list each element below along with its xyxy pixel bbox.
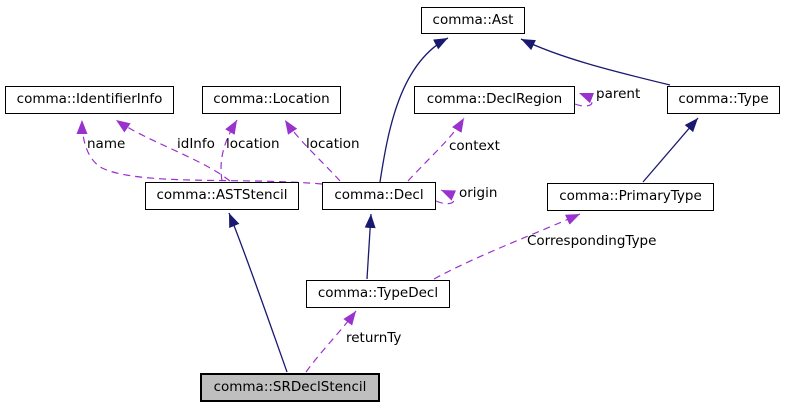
edge-label-origin: origin	[459, 185, 498, 201]
edge-label-CorrespondingType: CorrespondingType	[527, 233, 657, 249]
class-node-aststencil[interactable]: comma::ASTStencil	[145, 182, 299, 210]
edge-decl-to-location	[284, 119, 341, 182]
edge-aststencil-to-identifierinfo	[115, 119, 231, 182]
edge-label-returnTy: returnTy	[346, 330, 402, 346]
edge-label-location: location	[306, 136, 360, 152]
class-node-location[interactable]: comma::Location	[202, 86, 341, 114]
class-node-ast[interactable]: comma::Ast	[421, 7, 525, 34]
class-node-identifierinfo[interactable]: comma::IdentifierInfo	[5, 86, 174, 114]
edge-typedecl-to-decl	[364, 213, 376, 280]
edge-srdeclstencil-to-aststencil	[228, 212, 288, 373]
edge-typedecl-to-primarytype	[433, 213, 581, 280]
class-node-typedecl[interactable]: comma::TypeDecl	[306, 280, 450, 308]
edge-decl-to-ast	[379, 37, 449, 183]
class-node-type[interactable]: comma::Type	[667, 86, 780, 114]
class-node-declregion[interactable]: comma::DeclRegion	[414, 86, 575, 114]
edge-decl-to-decl	[435, 189, 457, 205]
edge-declregion-to-declregion	[574, 92, 595, 107]
edge-type-to-ast	[520, 38, 671, 86]
edge-primarytype-to-type	[642, 117, 699, 183]
class-node-srdeclstencil: comma::SRDeclStencil	[200, 373, 380, 402]
class-node-primarytype[interactable]: comma::PrimaryType	[547, 183, 714, 211]
edge-label-parent: parent	[596, 86, 641, 102]
edge-label-location: location	[226, 136, 280, 152]
edge-label-context: context	[449, 138, 500, 154]
edge-aststencil-to-location	[220, 119, 238, 182]
edge-label-idInfo: idInfo	[177, 136, 215, 152]
class-node-decl[interactable]: comma::Decl	[322, 182, 436, 210]
edge-srdeclstencil-to-typedecl	[305, 310, 357, 373]
edge-decl-to-declregion	[407, 117, 465, 182]
edge-label-name: name	[87, 136, 126, 152]
edge-decl-to-identifierinfo	[76, 119, 323, 185]
